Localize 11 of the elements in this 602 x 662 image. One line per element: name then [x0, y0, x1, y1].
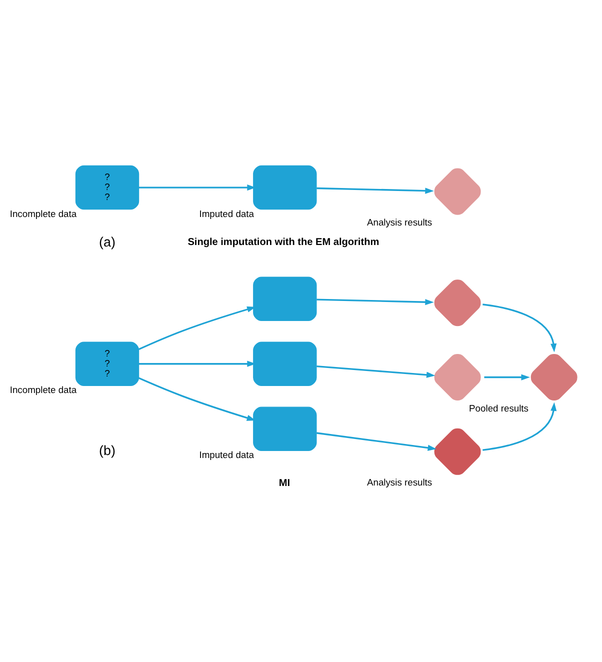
label: MI	[278, 478, 290, 490]
node-label: Analysis results	[366, 478, 432, 488]
node-label: Imputed data	[199, 208, 254, 219]
label: (a)	[99, 234, 116, 250]
node-label: Pooled results	[469, 403, 528, 414]
node-label: Analysis results	[366, 218, 432, 228]
node-label: Imputed data	[199, 450, 254, 460]
node-label: Incomplete data	[10, 208, 77, 219]
label: (b)	[99, 443, 116, 458]
node-label: Incomplete data	[10, 385, 77, 396]
label: Single imputation with the EM algorithm	[188, 236, 380, 248]
